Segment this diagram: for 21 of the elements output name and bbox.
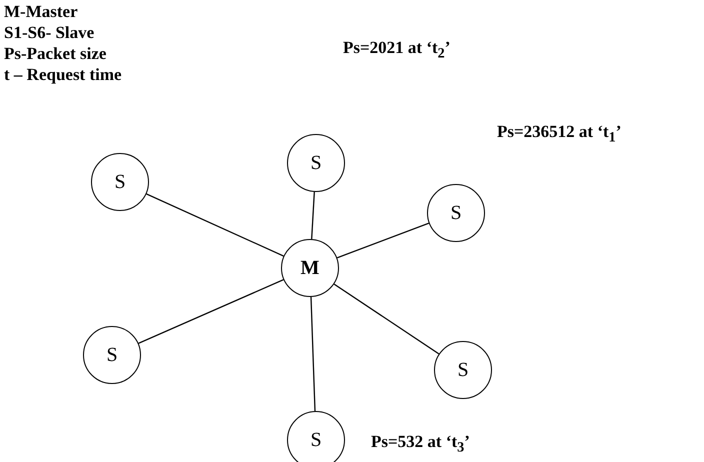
key-text: S1-S6- Slave [4,23,94,43]
connector-line [138,279,284,344]
key-text: t – Request time [4,65,122,85]
node-label: S [310,430,322,450]
node-circle [287,411,345,462]
node-label: S [310,153,322,173]
key-text: M-Master [4,2,78,22]
connector-line [336,222,430,258]
annotation: Ps=236512 at ‘t$_{1}$’ [497,122,622,146]
key-text: Ps=2021 at ‘t$_{2}$’ [343,38,450,62]
key-text: Ps-Packet size [4,44,106,64]
node-label: M [300,258,320,278]
node-label: S [106,345,118,365]
connector-line [311,192,315,240]
node-label: S [450,203,462,223]
connector-line [146,193,284,257]
node-label: S [457,360,469,380]
annotation: Ps=532 at ‘t$_{3}$’ [371,432,470,456]
node-label: S [114,172,126,192]
connector-line [334,284,440,354]
connector-line [310,296,316,412]
